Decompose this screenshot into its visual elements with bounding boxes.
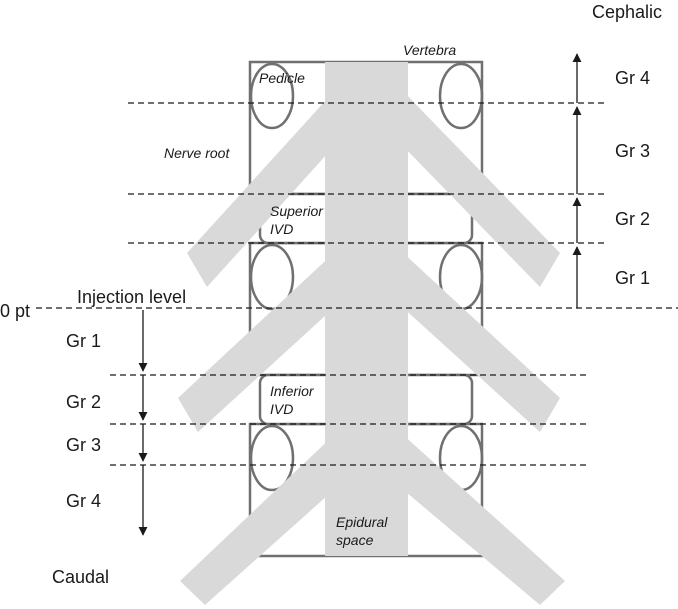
vertebra-label: Vertebra bbox=[403, 42, 456, 58]
pedicle-left-3 bbox=[249, 424, 295, 492]
pedicles bbox=[249, 62, 484, 492]
caudal-grade-1: Gr 1 bbox=[66, 331, 101, 351]
zero-point-label: 0 pt bbox=[0, 301, 30, 321]
nerve-root-right-3 bbox=[400, 432, 565, 605]
superior-ivd-label-line1: Superior bbox=[270, 203, 324, 219]
caudal-label: Caudal bbox=[52, 567, 109, 587]
pedicle-left-1 bbox=[249, 62, 295, 130]
epidural-label-line2: space bbox=[336, 532, 374, 548]
pedicle-right-1 bbox=[438, 62, 484, 130]
pedicle-label: Pedicle bbox=[259, 70, 305, 86]
cephalic-grade-4: Gr 4 bbox=[615, 68, 650, 88]
cephalic-grade-3: Gr 3 bbox=[615, 141, 650, 161]
inferior-ivd-label-line2: IVD bbox=[270, 401, 293, 417]
injection-level-label: Injection level bbox=[77, 287, 186, 307]
cephalic-label: Cephalic bbox=[592, 2, 662, 22]
nerve-root-left-2 bbox=[178, 250, 337, 432]
inferior-ivd-label-line1: Inferior bbox=[270, 383, 315, 399]
pedicle-left-2 bbox=[249, 243, 295, 311]
epidural-space-band bbox=[325, 62, 408, 556]
nerve-root-bands bbox=[178, 62, 565, 605]
nerve-root-right-1 bbox=[400, 88, 560, 287]
nerve-root-left-3 bbox=[180, 432, 337, 605]
caudal-grade-3: Gr 3 bbox=[66, 435, 101, 455]
nerve-root-right-2 bbox=[400, 250, 560, 432]
caudal-grade-4: Gr 4 bbox=[66, 491, 101, 511]
caudal-grade-2: Gr 2 bbox=[66, 392, 101, 412]
superior-ivd-label-line2: IVD bbox=[270, 221, 293, 237]
nerve-root-label: Nerve root bbox=[164, 145, 230, 161]
nerve-root-left-1 bbox=[187, 88, 337, 287]
cephalic-grade-2: Gr 2 bbox=[615, 209, 650, 229]
level-lines bbox=[36, 102, 678, 466]
epidural-label-line1: Epidural bbox=[336, 514, 388, 530]
cephalic-grade-1: Gr 1 bbox=[615, 268, 650, 288]
